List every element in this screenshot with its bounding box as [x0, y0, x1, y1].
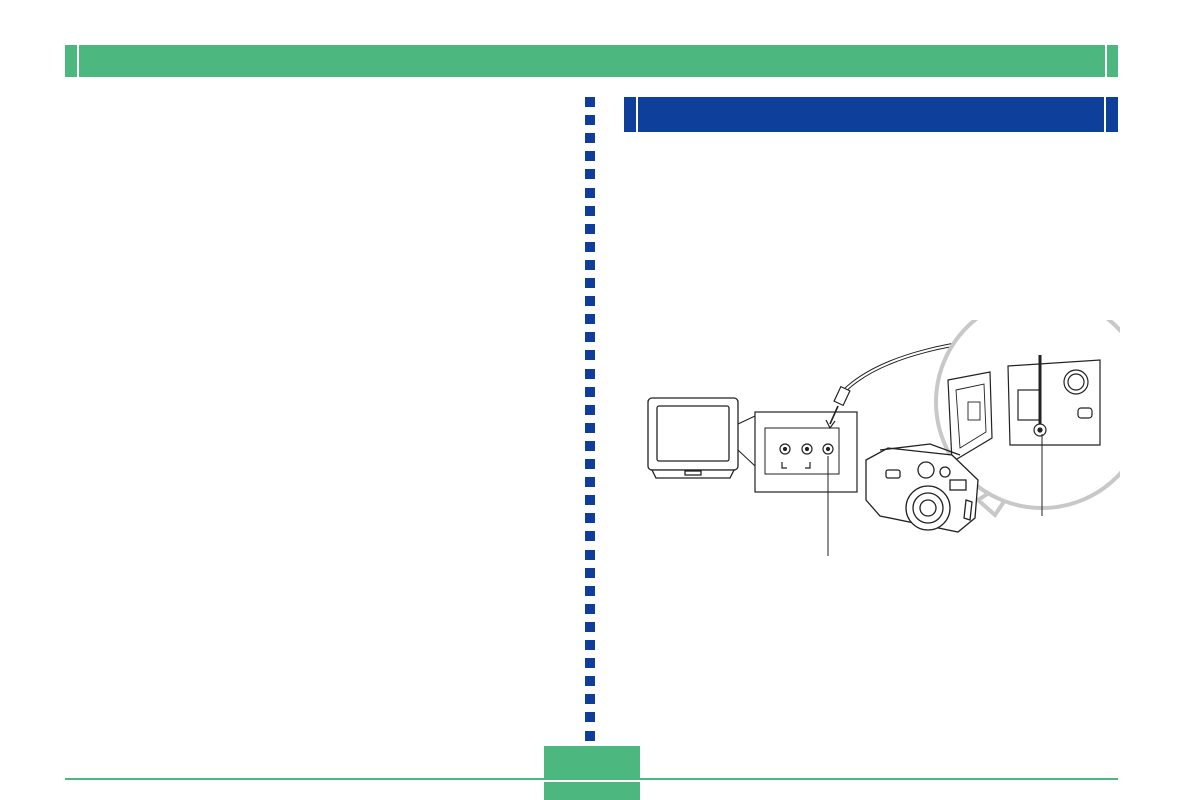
divider-dot [585, 169, 595, 180]
divider-dot [585, 640, 595, 650]
tv-connection-illustration [647, 320, 1120, 556]
section-bar-divider [1104, 97, 1106, 132]
divider-dot [585, 676, 595, 687]
divider-dot [585, 495, 595, 506]
divider-dot [585, 422, 595, 433]
tv-icon [647, 397, 739, 479]
divider-dot [585, 549, 595, 560]
connector-detail-icon [934, 320, 1120, 519]
divider-dot [585, 115, 595, 126]
divider-dot [585, 223, 595, 234]
divider-dot [585, 368, 595, 379]
footer-rule [65, 778, 1118, 780]
divider-dot [585, 386, 595, 397]
page-number-tab [544, 746, 640, 800]
page-tab-top [544, 746, 640, 778]
divider-dot [585, 477, 595, 488]
divider-dot [585, 296, 595, 307]
divider-dot [585, 658, 595, 669]
divider-dot [585, 278, 595, 288]
section-bar-divider [636, 97, 638, 132]
divider-dot [585, 694, 595, 705]
divider-dot [585, 513, 595, 524]
camera-icon [865, 443, 979, 533]
divider-dot [585, 603, 595, 614]
divider-dot [585, 314, 595, 325]
divider-dot [585, 133, 595, 144]
av-jack-panel [754, 411, 858, 493]
header-bar-divider [77, 45, 79, 77]
divider-dot [585, 730, 595, 741]
header-bar [65, 45, 1118, 77]
divider-dot [585, 259, 595, 270]
divider-dot [585, 205, 595, 216]
divider-dot [585, 350, 595, 361]
divider-dot [585, 151, 595, 162]
divider-dot [585, 567, 595, 578]
divider-dot [585, 404, 595, 415]
divider-dot [585, 440, 595, 451]
divider-dot [585, 459, 595, 469]
divider-dot [585, 712, 595, 723]
divider-dot [585, 531, 595, 542]
header-bar-divider [1105, 45, 1107, 77]
callout-lines [737, 415, 756, 467]
divider-dot [585, 332, 595, 343]
divider-dot [585, 241, 595, 252]
divider-dot [585, 187, 595, 198]
divider-dot [585, 621, 595, 632]
divider-dot [585, 97, 595, 107]
section-heading-bar [624, 97, 1118, 132]
divider-dot [585, 585, 595, 596]
page-tab-bottom [544, 782, 640, 800]
